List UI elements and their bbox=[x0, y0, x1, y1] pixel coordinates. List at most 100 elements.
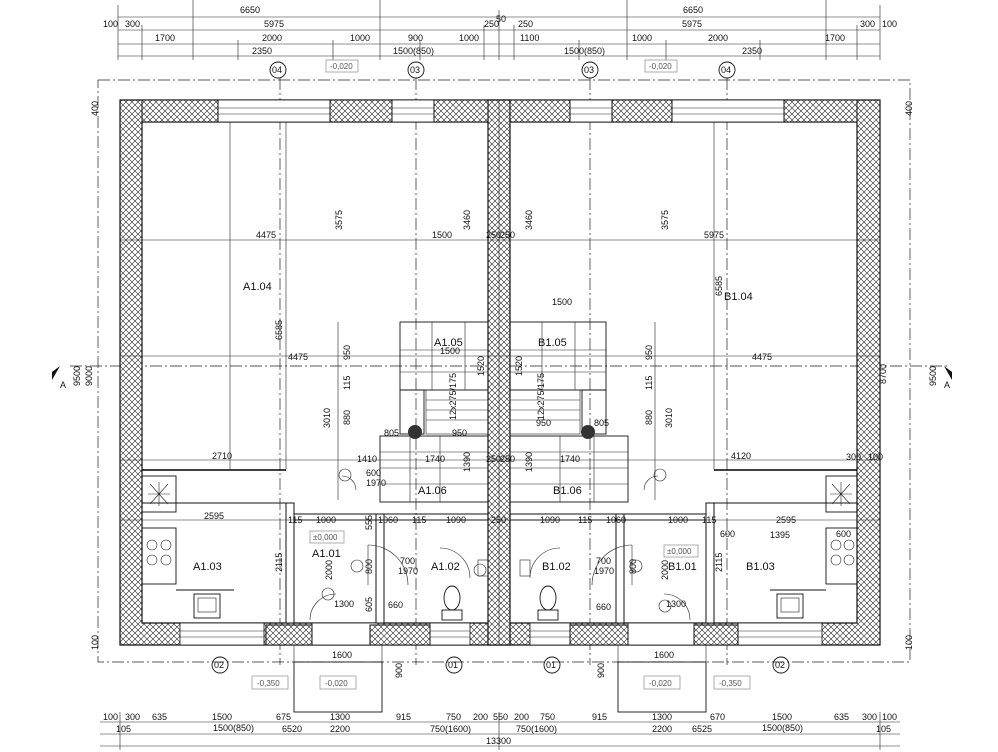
level-box-top-left: -0,020 bbox=[325, 59, 359, 73]
dim-top-2000-left: 2000 bbox=[262, 33, 282, 43]
dim-300-c: 300 bbox=[846, 452, 861, 462]
dim-4475-top-left: 4475 bbox=[256, 230, 276, 240]
dim-1740-right: 1740 bbox=[560, 454, 580, 464]
dim-1600-right: 1600 bbox=[654, 650, 674, 660]
dim-400-right: 400 bbox=[904, 101, 914, 116]
dim-bottom-6520: 6520 bbox=[282, 724, 302, 734]
dim-805-right: 805 bbox=[594, 418, 609, 428]
dim-115-v-left: 115 bbox=[342, 376, 352, 390]
svg-text:-0,020: -0,020 bbox=[649, 62, 672, 71]
room-label-a104: A1.04 bbox=[243, 281, 272, 293]
svg-text:-0,350: -0,350 bbox=[719, 679, 742, 688]
dim-3460-left: 3460 bbox=[462, 210, 472, 230]
dim-1970-door: 1970 bbox=[366, 478, 386, 488]
dim-top-2000-right: 2000 bbox=[708, 33, 728, 43]
dim-bottom-1500-850-right: 1500(850) bbox=[762, 723, 803, 733]
dim-1395: 1395 bbox=[770, 530, 790, 540]
dim-2000-right: 2000 bbox=[660, 560, 670, 580]
dim-top-250-left: 250 bbox=[484, 19, 499, 29]
dim-top-100-right: 100 bbox=[882, 19, 897, 29]
dim-800-right: 800 bbox=[628, 559, 638, 574]
room-label-a102: A1.02 bbox=[431, 561, 460, 573]
dim-top-2350-right: 2350 bbox=[742, 46, 762, 56]
svg-text:-0,350: -0,350 bbox=[257, 679, 280, 688]
dim-1390-left: 1390 bbox=[462, 452, 472, 472]
dim-9500-right: 9500 bbox=[928, 366, 938, 386]
dim-805-left: 805 bbox=[384, 428, 399, 438]
dim-1000-a: 1000 bbox=[316, 515, 336, 525]
dim-1410: 1410 bbox=[357, 454, 377, 464]
svg-text:02: 02 bbox=[214, 660, 224, 670]
dim-bottom-750-1600-right: 750(1600) bbox=[516, 724, 557, 734]
dim-bottom-915-left: 915 bbox=[396, 712, 411, 722]
room-label-b102: B1.02 bbox=[542, 561, 571, 573]
dim-250-a: 250 bbox=[486, 230, 501, 240]
dim-900-right: 900 bbox=[596, 663, 606, 678]
dim-1520-left: 1520 bbox=[476, 356, 486, 376]
dim-115-a: 115 bbox=[288, 515, 302, 525]
dim-bottom-200-left: 200 bbox=[473, 712, 488, 722]
dim-bottom-105-right: 105 bbox=[876, 724, 891, 734]
dim-250-d: 250 bbox=[500, 454, 515, 464]
svg-text:04: 04 bbox=[721, 65, 731, 75]
dim-top-2350-left: 2350 bbox=[252, 46, 272, 56]
room-label-b106: B1.06 bbox=[553, 485, 582, 497]
dim-top-1000-mid: 1000 bbox=[459, 33, 479, 43]
dim-2115-right: 2115 bbox=[714, 553, 724, 572]
level-box-top-right: -0,020 bbox=[644, 59, 678, 73]
dim-top-1000-left: 1000 bbox=[350, 33, 370, 43]
kitchen-fixtures-right bbox=[770, 475, 858, 619]
room-label-a106: A1.06 bbox=[418, 485, 447, 497]
level-box-bottom-b1: -0,020 bbox=[643, 675, 681, 690]
internal-dimension-lines bbox=[120, 122, 880, 521]
dim-660-right: 660 bbox=[596, 602, 611, 612]
dim-top-50: 50 bbox=[496, 14, 506, 24]
dim-950-h-right: 950 bbox=[536, 418, 551, 428]
dim-stair-steps-right: 12x275/175 bbox=[536, 373, 546, 420]
dim-1000-b: 1000 bbox=[668, 515, 688, 525]
dim-top-1700-left: 1700 bbox=[155, 33, 175, 43]
dim-top-100-left: 100 bbox=[103, 19, 118, 29]
dim-top-300-left: 300 bbox=[125, 19, 140, 29]
dim-600-door: 600 bbox=[366, 468, 381, 478]
dim-3460-right: 3460 bbox=[524, 210, 534, 230]
dim-bottom-6525: 6525 bbox=[692, 724, 712, 734]
dim-1500-a105: 1500 bbox=[440, 346, 460, 356]
kitchen-fixtures-left bbox=[141, 475, 234, 619]
svg-text:±0,000: ±0,000 bbox=[667, 547, 692, 556]
dim-1500-top: 1500 bbox=[432, 230, 452, 240]
svg-text:01: 01 bbox=[448, 660, 458, 670]
level-tag-a101: ±0,000 bbox=[309, 530, 345, 544]
entrance-steps bbox=[293, 645, 707, 713]
dim-250-e: 250 bbox=[491, 515, 506, 525]
dim-top-5975-right: 5975 bbox=[682, 19, 702, 29]
dim-6585-left: 6585 bbox=[274, 320, 284, 340]
room-label-a101: A1.01 bbox=[312, 548, 341, 560]
dim-2710: 2710 bbox=[212, 451, 232, 461]
top-dimension-lines bbox=[117, 0, 881, 60]
svg-text:02: 02 bbox=[775, 660, 785, 670]
room-label-b104: B1.04 bbox=[724, 291, 753, 303]
dim-bottom-1500-left: 1500 bbox=[212, 712, 232, 722]
dim-4475-mid-right: 4475 bbox=[752, 352, 772, 362]
axis-marker-top-04-left: 04 bbox=[269, 61, 287, 79]
dim-900-left: 900 bbox=[394, 663, 404, 678]
dim-bottom-750-1600-left: 750(1600) bbox=[430, 724, 471, 734]
svg-text:03: 03 bbox=[584, 65, 594, 75]
room-label-b103: B1.03 bbox=[746, 561, 775, 573]
internal-partitions bbox=[141, 99, 858, 646]
axis-marker-top-04-right: 04 bbox=[718, 61, 736, 79]
dim-880-left: 880 bbox=[342, 410, 352, 425]
dim-250-b: 250 bbox=[500, 230, 515, 240]
dim-bottom-1300-left: 1300 bbox=[330, 712, 350, 722]
dim-bottom-1300-right: 1300 bbox=[652, 712, 672, 722]
dim-bottom-total: 13300 bbox=[486, 736, 511, 746]
dim-bottom-750-right: 750 bbox=[540, 712, 555, 722]
dim-250-c: 250 bbox=[486, 454, 501, 464]
stair-right bbox=[509, 321, 629, 503]
room-label-b105: B1.05 bbox=[538, 337, 567, 349]
dim-600-b: 600 bbox=[836, 529, 851, 539]
dim-bottom-550: 550 bbox=[493, 712, 508, 722]
dim-950-h-left: 950 bbox=[452, 428, 467, 438]
